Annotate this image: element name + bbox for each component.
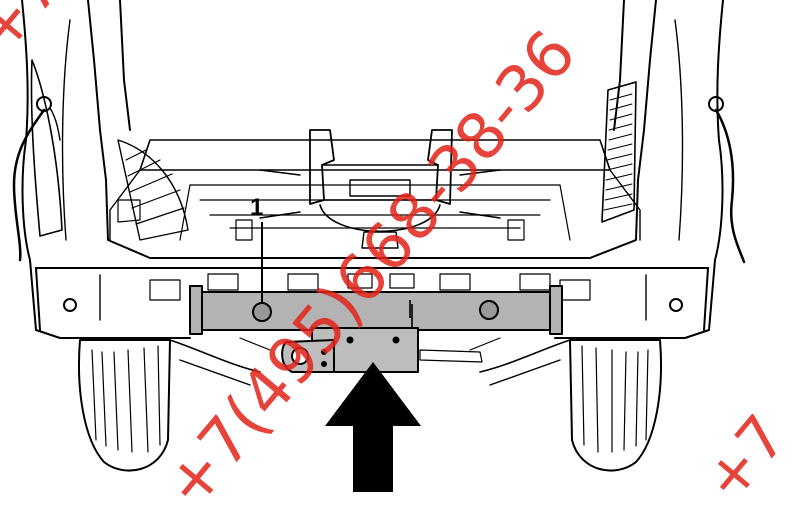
direction-arrow <box>325 362 421 492</box>
tow-hitch-bracket <box>281 304 419 373</box>
rear-bumper-panel <box>35 267 709 331</box>
left-tyre <box>78 339 171 472</box>
left-wheel-arch <box>117 139 189 241</box>
cargo-floor <box>109 139 641 241</box>
vehicle-body-outline <box>21 0 724 339</box>
left-tail-light <box>12 59 63 262</box>
tow-bar-crossmember <box>189 285 563 335</box>
right-tyre <box>569 339 662 472</box>
rear-frame-structure <box>235 129 525 249</box>
callout-number-1: 1 <box>250 194 264 221</box>
rear-axle <box>169 337 571 386</box>
right-tail-light <box>601 81 746 264</box>
vehicle-rear-illustration <box>12 0 746 492</box>
